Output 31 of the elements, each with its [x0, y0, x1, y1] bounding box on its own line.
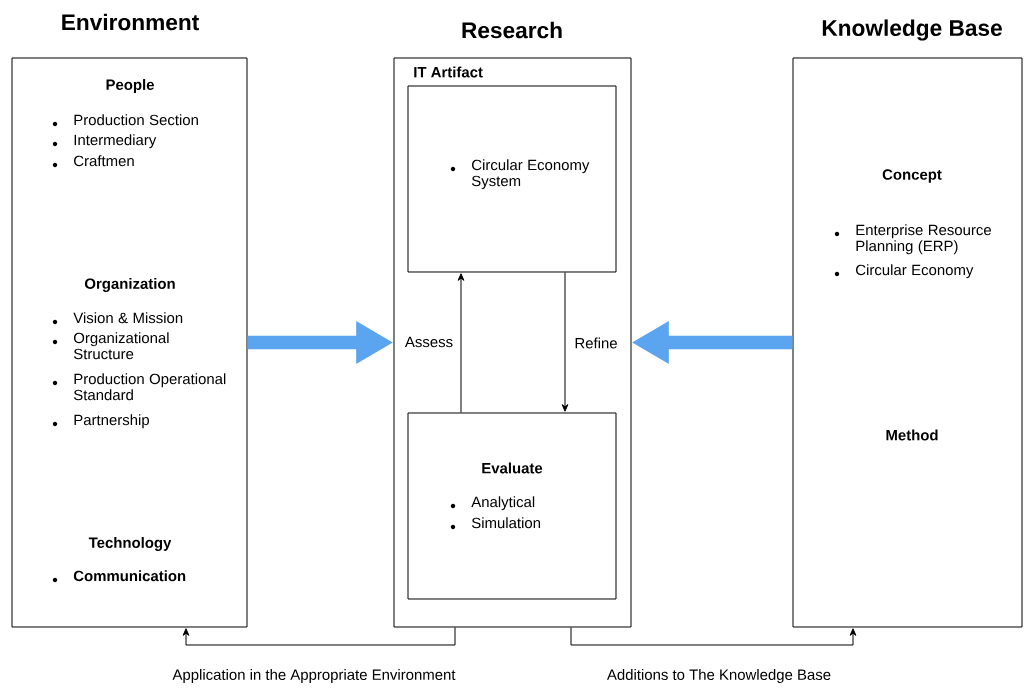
bullet-item: Circular Economy System — [450, 159, 590, 190]
column-title: Research — [462, 21, 562, 39]
arrow — [457, 273, 465, 413]
section-heading: People — [106, 79, 154, 93]
edge-label: Refine — [573, 336, 619, 350]
bullet-item: Partnership — [52, 414, 149, 429]
bullet-item: Circular Economy — [834, 264, 974, 279]
bullet-item: Production Section — [52, 114, 198, 127]
section-heading: Evaluate — [482, 462, 543, 474]
bullet-item: Intermediary — [52, 134, 157, 149]
bullet-item: Communication — [52, 570, 186, 583]
box-heading: IT Artifact — [414, 66, 483, 78]
edge-label: Assess — [403, 335, 455, 349]
arrow — [570, 627, 857, 646]
bullet-item: Simulation — [450, 517, 540, 530]
edge-label: Application in the Appropriate Environment — [171, 667, 457, 685]
bullet-item: Organizational Structure — [52, 332, 169, 360]
bullet-item: Vision & Mission — [52, 312, 183, 325]
bullet-item: Enterprise Resource Planning (ERP) — [834, 224, 991, 255]
bullet-item: Analytical — [450, 496, 535, 511]
arrow — [182, 627, 456, 646]
bullet-item: Craftmen — [52, 155, 134, 168]
bullet-item: Production Operational Standard — [52, 373, 226, 401]
arrow — [561, 272, 569, 412]
section-heading: Technology — [88, 537, 172, 551]
section-heading: Organization — [85, 278, 175, 292]
edge-label: Additions to The Knowledge Base — [605, 667, 833, 685]
section-heading: Method — [886, 429, 938, 441]
column-title: Environment — [62, 13, 199, 31]
column-title: Knowledge Base — [822, 19, 1002, 41]
section-heading: Concept — [882, 169, 942, 183]
